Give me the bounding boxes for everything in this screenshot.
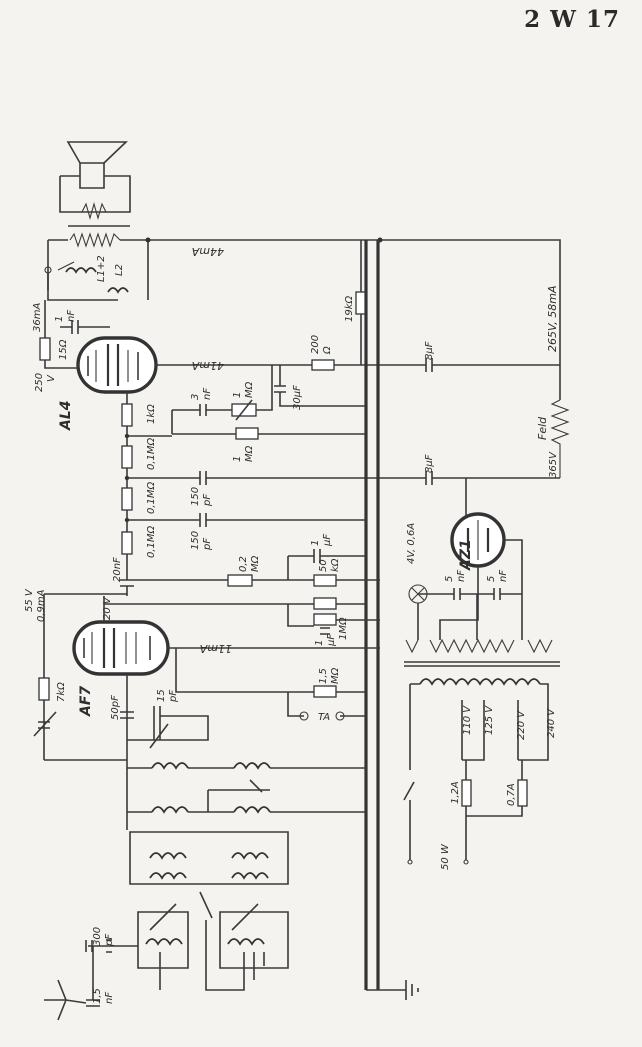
res-02-unit: MΩ [250,555,261,572]
cap-300-value: 300 [92,927,103,946]
ta-label: TA [318,712,330,723]
v250-unit: V [46,374,57,382]
rf-coil-bank-icon [129,831,289,991]
cap-5nf-a-unit: nF [456,570,467,582]
power-label: 50 W [440,843,451,870]
cap-5nf-b-value: 5 [486,576,497,582]
cap-150b-unit: pF [202,538,213,551]
antenna-icon [44,979,87,1021]
mains-125v-label: 125 V [484,705,495,735]
page-title: 2 W 17 [524,6,620,33]
current-11ma-label: 11mA [200,642,232,655]
v365-label: 365V [548,451,559,478]
cap-1nf-value: 1 [54,316,65,322]
coupling-coils-icon [44,261,129,294]
cap-15nf-unit: nF [104,992,115,1004]
res-19k-label: 19kΩ [344,295,355,322]
v55-label: 55 V [24,588,35,612]
cap-150b-value: 150 [190,531,201,550]
af7-tube-icon [72,620,170,676]
al4-tube-icon [76,336,360,394]
cap-1nf-unit: nF [66,310,77,322]
cap-8uf-b-label: 8μF [424,454,435,473]
current-36ma-label: 36mA [32,303,43,332]
af7-tube-label: AF7 [78,686,94,717]
al4-tube-label: AL4 [58,401,74,432]
current-44ma-label: 44mA [192,245,224,258]
res-01a-label: 0,1MΩ [146,437,157,470]
res-15m-value: 1,5 [318,668,329,684]
cap-8uf-a-label: 8μF [424,341,435,360]
cap-15nf-value: 1,5 [92,988,103,1004]
cap-1uf-value: 1 [310,540,321,546]
lamp-label: 4V, 0,6A [406,523,417,564]
res-1m-unit: MΩ [244,445,255,462]
cap-15pf-unit: pF [168,690,179,703]
res-1k-label: 1kΩ [146,404,157,424]
cap-5nf-a-value: 5 [444,576,455,582]
cap-3nf-unit: nF [202,388,213,400]
cap-3nf-value: 3 [190,394,201,400]
power-transformer-icon [404,638,560,700]
mains-110v-label: 110 V [462,705,473,735]
cap-5nf-b-unit: nF [498,570,509,582]
v55-current-label: 0,9mA [36,589,47,622]
res-01c-label: 0,1MΩ [146,525,157,558]
v20-label: 20 V [102,596,113,620]
cap-50pf-label: 50pF [110,695,121,720]
res-50k-value: 50 [318,559,329,572]
cap-15pf-value: 15 [156,689,167,702]
cap-1uf2-value: 1 [314,640,325,646]
output-transformer-icon [48,225,148,248]
feld-label: Feld [536,416,549,440]
res-02-value: 0,2 [238,556,249,572]
mains-240v-label: 240 V [546,708,557,738]
cap-150a-value: 150 [190,487,201,506]
res-7k-label: 7kΩ [56,682,67,702]
res-50k-unit: kΩ [330,558,341,572]
res-200-label: 200 [310,335,321,354]
pot1-unit: MΩ [244,381,255,398]
res-1m-value: 1 [232,456,243,462]
v265-label: 265V, 58mA [546,286,559,353]
fuse-b-label: 0,7A [506,783,517,806]
v250-label: 250 [34,373,45,392]
pot1-value: 1 [232,392,243,398]
res-15-label: 15Ω [58,339,69,360]
cap-20nf-label: 20nF [112,557,123,582]
cap-300-unit: pF [104,934,115,947]
cap-30uf-label: 30μF [292,385,303,410]
res-200-unit: Ω [322,346,333,355]
if-coil-bank-icon [127,762,366,814]
coil-l-label: L1+2 [96,255,107,282]
cap-1uf2-unit: μF [326,634,337,647]
cap-1uf-unit: μF [322,534,333,547]
coil-l2-label: L2 [114,264,125,276]
res-1m2-label: 1MΩ [338,617,349,640]
loudspeaker-icon [59,141,131,221]
res-15m-unit: MΩ [330,667,341,684]
cap-150a-unit: pF [202,494,213,507]
fuse-a-label: 1,2A [450,781,461,804]
az1-tube-label: AZ1 [458,539,474,571]
mains-220v-label: 220 V [516,710,527,740]
res-01b-label: 0,1MΩ [146,481,157,514]
current-41ma-label: 41mA [192,359,224,372]
